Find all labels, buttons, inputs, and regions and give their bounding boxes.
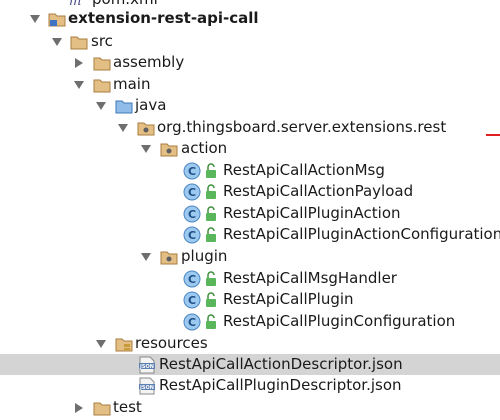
public-lock-icon [202, 270, 220, 288]
tree-item-label: RestApiCallActionDescriptor.json [159, 355, 403, 373]
tree-item-package[interactable]: org.thingsboard.server.extensions.rest [0, 117, 500, 138]
svg-text:C: C [188, 186, 196, 199]
package-icon [137, 119, 155, 137]
tree-item-plugin[interactable]: plugin [0, 246, 500, 267]
class-c-icon: C [183, 270, 201, 288]
tree-item-src[interactable]: src [0, 31, 500, 52]
chevron-right-icon[interactable] [73, 57, 85, 69]
chevron-down-icon[interactable] [73, 79, 85, 91]
tree-item-json-selected[interactable]: JSON RestApiCallActionDescriptor.json [0, 354, 500, 375]
tree-item-label: action [181, 139, 228, 157]
json-file-icon: JSON [138, 377, 156, 395]
chevron-down-icon[interactable] [29, 13, 41, 25]
tree-item-label: assembly [113, 53, 185, 71]
tree-item-class[interactable]: C RestApiCallPlugin [0, 289, 500, 310]
class-c-icon: C [183, 205, 201, 223]
svg-text:JSON: JSON [139, 385, 154, 391]
svg-text:C: C [188, 316, 196, 329]
public-lock-icon [202, 226, 220, 244]
svg-text:C: C [188, 229, 196, 242]
chevron-right-icon[interactable] [73, 402, 85, 414]
tree-item-label: RestApiCallActionMsg [223, 161, 385, 179]
tree-item-project[interactable]: extension-rest-api-call [0, 8, 500, 29]
tree-item-main[interactable]: main [0, 74, 500, 95]
tree-item-label: resources [135, 334, 208, 352]
tree-item-test[interactable]: test [0, 397, 500, 418]
svg-text:C: C [188, 165, 196, 178]
svg-text:C: C [188, 208, 196, 221]
svg-text:JSON: JSON [139, 364, 154, 370]
tree-item-class[interactable]: C RestApiCallPluginConfiguration [0, 311, 500, 332]
chevron-down-icon[interactable] [51, 36, 63, 48]
class-c-icon: C [183, 183, 201, 201]
class-c-icon: C [183, 162, 201, 180]
tree-item-label: main [113, 75, 151, 93]
json-file-icon: JSON [138, 356, 156, 374]
tree-item-label: RestApiCallPluginActionConfiguration [223, 225, 500, 243]
tree-item-assembly[interactable]: assembly [0, 52, 500, 73]
tree-item-class[interactable]: C RestApiCallPluginAction [0, 203, 500, 224]
package-icon [160, 248, 178, 266]
tree-item-action[interactable]: action [0, 138, 500, 159]
chevron-down-icon[interactable] [117, 122, 129, 134]
tree-item-label: RestApiCallPluginConfiguration [223, 312, 456, 330]
tree-item-label: plugin [181, 247, 228, 265]
package-icon [160, 140, 178, 158]
class-c-icon: C [183, 226, 201, 244]
folder-icon [93, 54, 111, 72]
source-folder-icon [115, 97, 133, 115]
public-lock-icon [202, 205, 220, 223]
tree-item-label: org.thingsboard.server.extensions.rest [157, 118, 447, 136]
tree-item-label: RestApiCallPlugin [223, 290, 354, 308]
public-lock-icon [202, 313, 220, 331]
error-stripe-marker [486, 134, 500, 136]
class-c-icon: C [183, 291, 201, 309]
tree-item-class[interactable]: C RestApiCallPluginActionConfiguration [0, 224, 500, 245]
tree-item-label: RestApiCallPluginAction [223, 204, 401, 222]
tree-item-label: RestApiCallMsgHandler [223, 269, 397, 287]
tree-item-label: test [113, 398, 142, 416]
svg-text:C: C [188, 294, 196, 307]
module-folder-icon [48, 10, 66, 28]
chevron-down-icon[interactable] [140, 251, 152, 263]
tree-item-java[interactable]: java [0, 95, 500, 116]
tree-item-json[interactable]: JSON RestApiCallPluginDescriptor.json [0, 375, 500, 396]
tree-item-class[interactable]: C RestApiCallActionMsg [0, 160, 500, 181]
maven-file-icon: m [68, 0, 86, 9]
chevron-down-icon[interactable] [140, 143, 152, 155]
public-lock-icon [202, 183, 220, 201]
tree-item-label: extension-rest-api-call [68, 9, 259, 27]
folder-icon [93, 399, 111, 417]
tree-item-class[interactable]: C RestApiCallActionPayload [0, 181, 500, 202]
public-lock-icon [202, 291, 220, 309]
folder-icon [70, 33, 88, 51]
svg-text:m: m [69, 0, 81, 8]
tree-item-class[interactable]: C RestApiCallMsgHandler [0, 268, 500, 289]
folder-icon [93, 76, 111, 94]
tree-item-resources[interactable]: resources [0, 333, 500, 354]
tree-item-label: RestApiCallActionPayload [223, 182, 414, 200]
tree-item-label: java [135, 96, 167, 114]
tree-item-label: pom.xml [92, 0, 158, 9]
tree-item-pom[interactable]: m pom.xml [0, 0, 500, 10]
chevron-down-icon[interactable] [95, 100, 107, 112]
resources-folder-icon [115, 335, 133, 353]
tree-item-label: RestApiCallPluginDescriptor.json [159, 376, 402, 394]
svg-text:C: C [188, 273, 196, 286]
public-lock-icon [202, 162, 220, 180]
tree-item-label: src [91, 32, 113, 50]
class-c-icon: C [183, 313, 201, 331]
chevron-down-icon[interactable] [95, 338, 107, 350]
